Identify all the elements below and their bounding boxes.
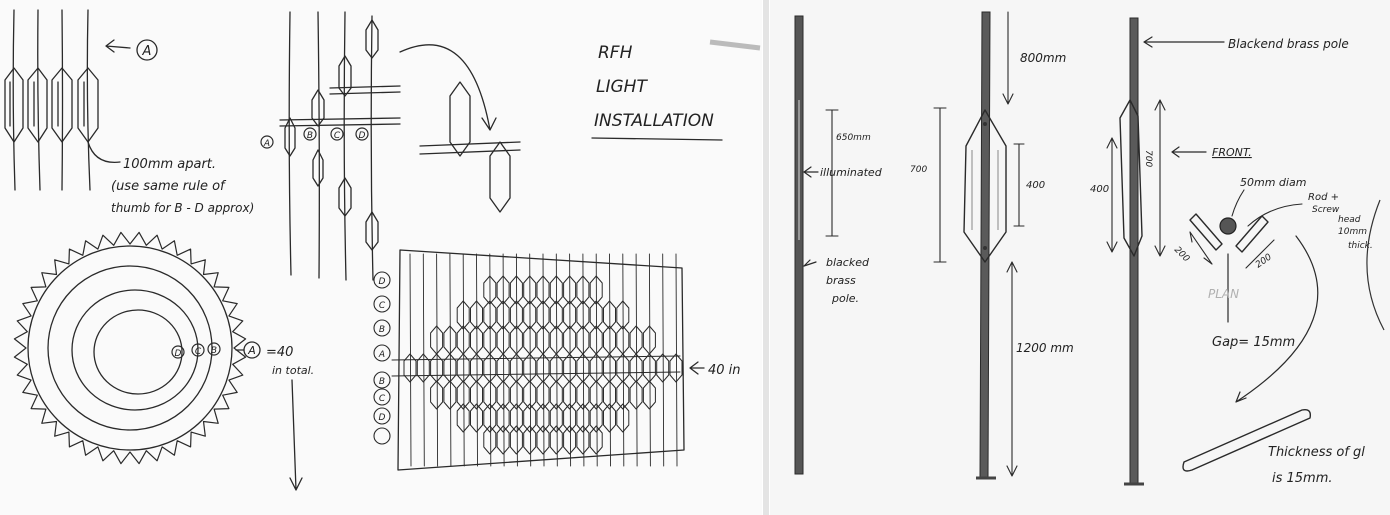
- rod-label-1: Rod +: [1308, 192, 1339, 203]
- rod-label-5: thick.: [1348, 241, 1373, 251]
- marker-a-top: [136, 39, 158, 61]
- title-underline: [591, 137, 723, 141]
- illuminated-label: illuminated: [820, 166, 883, 179]
- left-pole-sketch: [794, 15, 839, 475]
- title-line-3: INSTALLATION: [594, 111, 714, 131]
- grid-row-marker-2: C: [379, 301, 386, 311]
- spacing-note-line-3: thumb for B - D approx): [111, 201, 254, 215]
- right-pole-sketch: [1106, 17, 1225, 486]
- title-line-2: LIGHT: [596, 77, 648, 97]
- glass-slab-sketch: [1182, 408, 1312, 472]
- column-marker-a: A: [263, 139, 270, 149]
- dim-1200: 1200 mm: [1016, 341, 1074, 355]
- spacing-note-line-2: (use same rule of: [111, 179, 227, 194]
- diameter-label: 50mm diam: [1240, 176, 1306, 189]
- dim-650: 650mm: [836, 133, 871, 143]
- title-line-1: RFH: [598, 43, 633, 63]
- plan-detail-sketch: [1189, 189, 1385, 403]
- ring-crystal-teeth: [13, 231, 247, 465]
- dim-side-400: 400: [1090, 184, 1109, 195]
- thickness-line-2: is 15mm.: [1272, 471, 1333, 486]
- left-pole-label-1: blacked: [826, 256, 870, 269]
- grid-crystals: [391, 275, 683, 455]
- grid-row-marker-circles: [373, 271, 391, 445]
- grid-row-marker-4: A: [378, 350, 385, 360]
- left-pole-label-2: brass: [826, 274, 856, 287]
- right-sheet: [770, 0, 1390, 515]
- dim-800: 800mm: [1020, 51, 1066, 65]
- grid-row-marker-7: D: [379, 413, 386, 423]
- paper-edge-mark: [709, 39, 761, 51]
- dim-400: 400: [1026, 180, 1045, 191]
- ring-marker-a: A: [247, 344, 256, 357]
- column-marker-b: B: [307, 131, 313, 141]
- grid-row-marker-6: C: [379, 394, 386, 404]
- grid-row-marker-3: B: [379, 325, 385, 335]
- top-marker-label: A: [142, 44, 152, 59]
- grid-note: 40 in: [708, 363, 741, 378]
- dim-700: 700: [910, 165, 927, 175]
- front-label: FRONT.: [1212, 146, 1252, 159]
- left-sheet: [0, 0, 762, 515]
- left-pole-label-3: pole.: [831, 292, 859, 305]
- crystal-row-sketch: A: [4, 9, 158, 191]
- grid-row-marker-5: B: [379, 377, 385, 387]
- ring-plan-sketch: D C B A: [13, 231, 303, 491]
- thickness-line-1: Thickness of gl: [1268, 445, 1365, 460]
- column-marker-c: C: [334, 131, 341, 141]
- plan-label: PLAN: [1208, 287, 1239, 301]
- dim-side-700: 700: [1143, 150, 1153, 167]
- ring-total-line-1: =40: [266, 345, 293, 360]
- ring-total-line-2: in total.: [272, 364, 314, 377]
- ring-marker-d: D: [175, 349, 182, 359]
- column-marker-d: D: [359, 131, 366, 141]
- grid-row-marker-1: D: [379, 277, 386, 287]
- gap-label: Gap= 15mm: [1212, 335, 1295, 350]
- pole-elevation-sketch: A B C D: [260, 11, 521, 281]
- ring-marker-c: C: [195, 347, 202, 357]
- crystal-grid-sketch: D C B A B C D: [373, 249, 705, 471]
- ring-marker-b: B: [211, 346, 217, 356]
- spacing-note-line-1: 100mm apart.: [123, 157, 216, 172]
- rod-label-2: Screw: [1312, 205, 1340, 215]
- centre-pole-sketch: [933, 11, 1025, 480]
- rod-label-3: head: [1338, 215, 1361, 225]
- pole-label-top: Blackend brass pole: [1228, 37, 1349, 51]
- rod-label-4: 10mm: [1338, 227, 1367, 237]
